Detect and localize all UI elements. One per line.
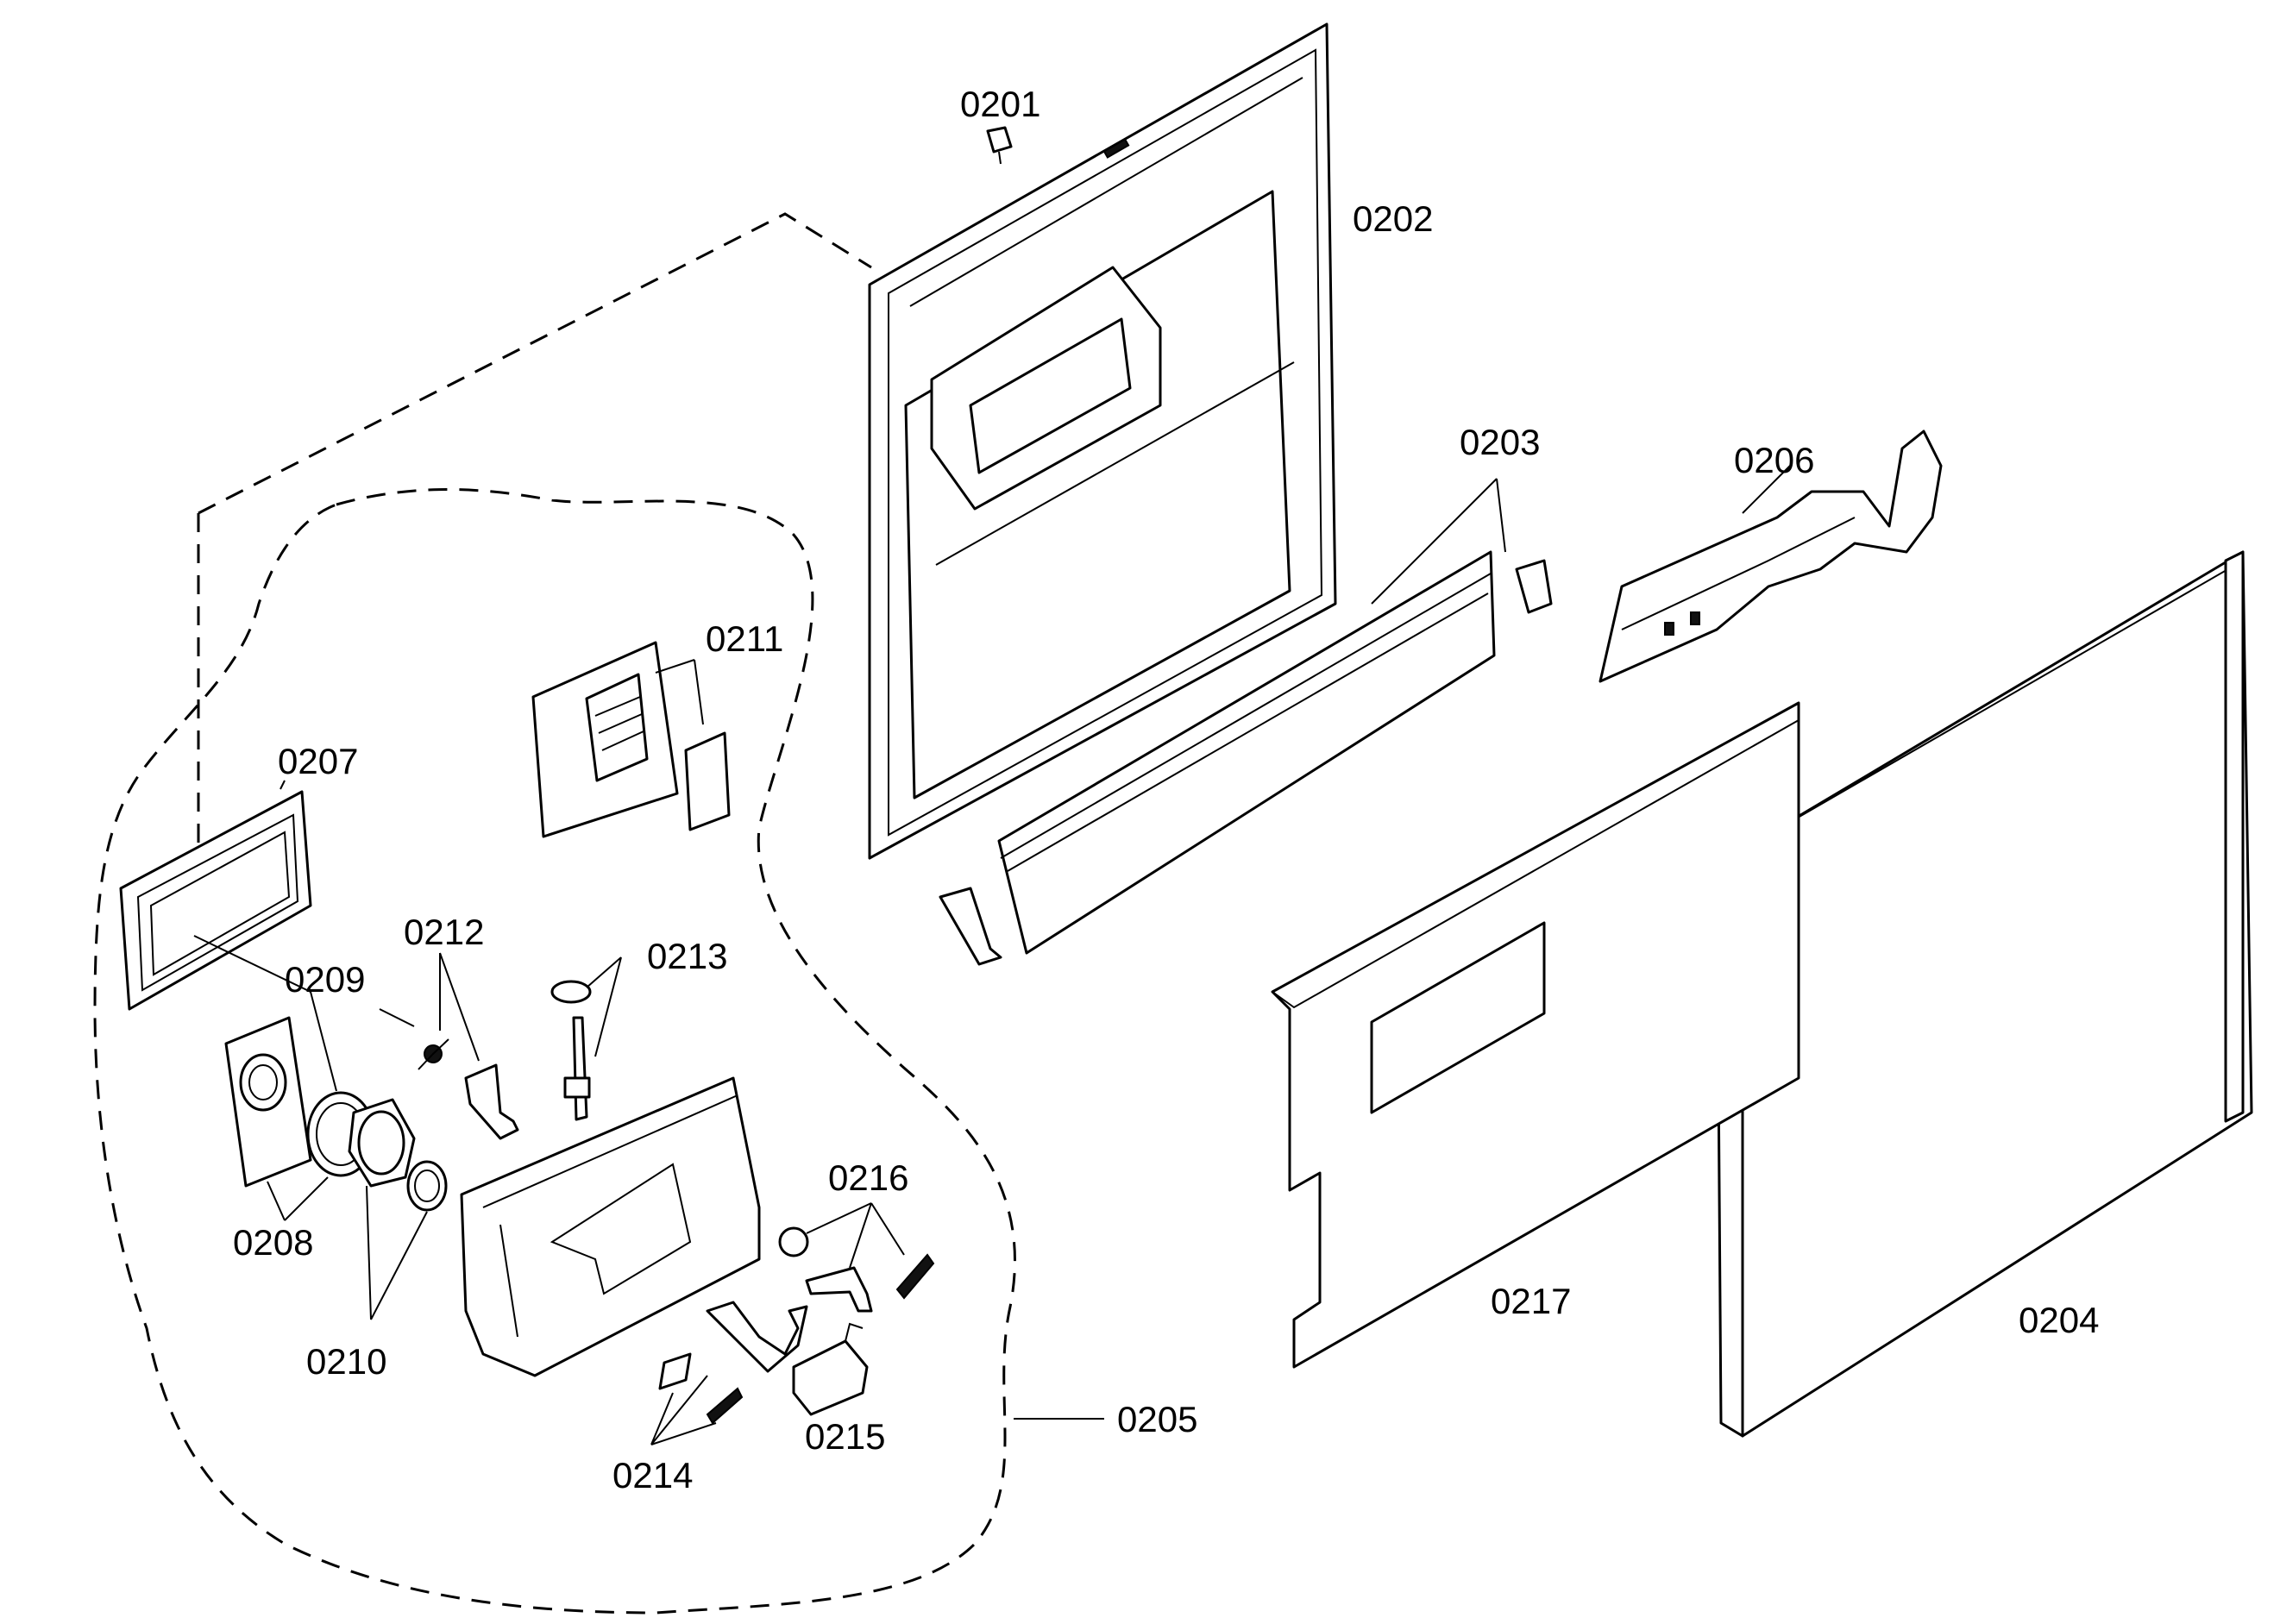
part-0207-seal-frame [119, 790, 312, 1011]
leader-0214 [650, 1375, 717, 1445]
leader-0208 [267, 1176, 329, 1221]
label-0215: 0215 [805, 1416, 885, 1457]
label-0204: 0204 [2019, 1300, 2099, 1340]
leader-0211 [655, 659, 704, 725]
label-0216: 0216 [828, 1157, 908, 1198]
leader-lines [193, 465, 1791, 1445]
part-0205-main-body [460, 1076, 761, 1377]
part-0215-switch [792, 1322, 869, 1416]
leader-0216 [806, 1202, 905, 1269]
part-0216-ball-lever [778, 1226, 935, 1313]
part-0212-spring-lever [418, 1038, 519, 1140]
leader-0206 [1742, 465, 1791, 514]
label-0207: 0207 [278, 741, 358, 781]
label-0209: 0209 [285, 959, 365, 1000]
label-0211: 0211 [706, 618, 783, 659]
leader-0213 [586, 956, 622, 1057]
leader-0207 [280, 780, 286, 790]
part-0206-latch-bracket [1599, 430, 1943, 683]
label-0213: 0213 [647, 936, 727, 976]
leader-0209 [193, 935, 415, 1092]
part-0214-sliders [658, 1301, 808, 1425]
label-0208: 0208 [233, 1222, 313, 1263]
part-0202-inner-door [868, 22, 1337, 860]
part-0217-decor-frame [1271, 701, 1800, 1369]
label-0214: 0214 [612, 1455, 693, 1495]
label-0203: 0203 [1460, 422, 1540, 462]
assembly-guide-dashed-line [197, 212, 872, 897]
label-0205: 0205 [1117, 1399, 1197, 1439]
leader-0203 [1371, 478, 1506, 605]
part-0213-pin [550, 980, 592, 1121]
part-0211-module [531, 641, 731, 838]
part-0203-trim-strip [939, 550, 1553, 966]
leader-0210 [366, 1185, 428, 1320]
label-0212: 0212 [404, 912, 484, 952]
label-0217: 0217 [1491, 1281, 1571, 1321]
part-0201-screw [986, 126, 1013, 165]
label-0201: 0201 [960, 84, 1040, 124]
label-0206: 0206 [1734, 440, 1814, 480]
label-0210: 0210 [306, 1341, 386, 1382]
leader-0212 [439, 952, 480, 1062]
part-0208-housing [224, 1016, 312, 1188]
label-0202: 0202 [1353, 198, 1433, 239]
part-0210-knob [348, 1098, 448, 1212]
